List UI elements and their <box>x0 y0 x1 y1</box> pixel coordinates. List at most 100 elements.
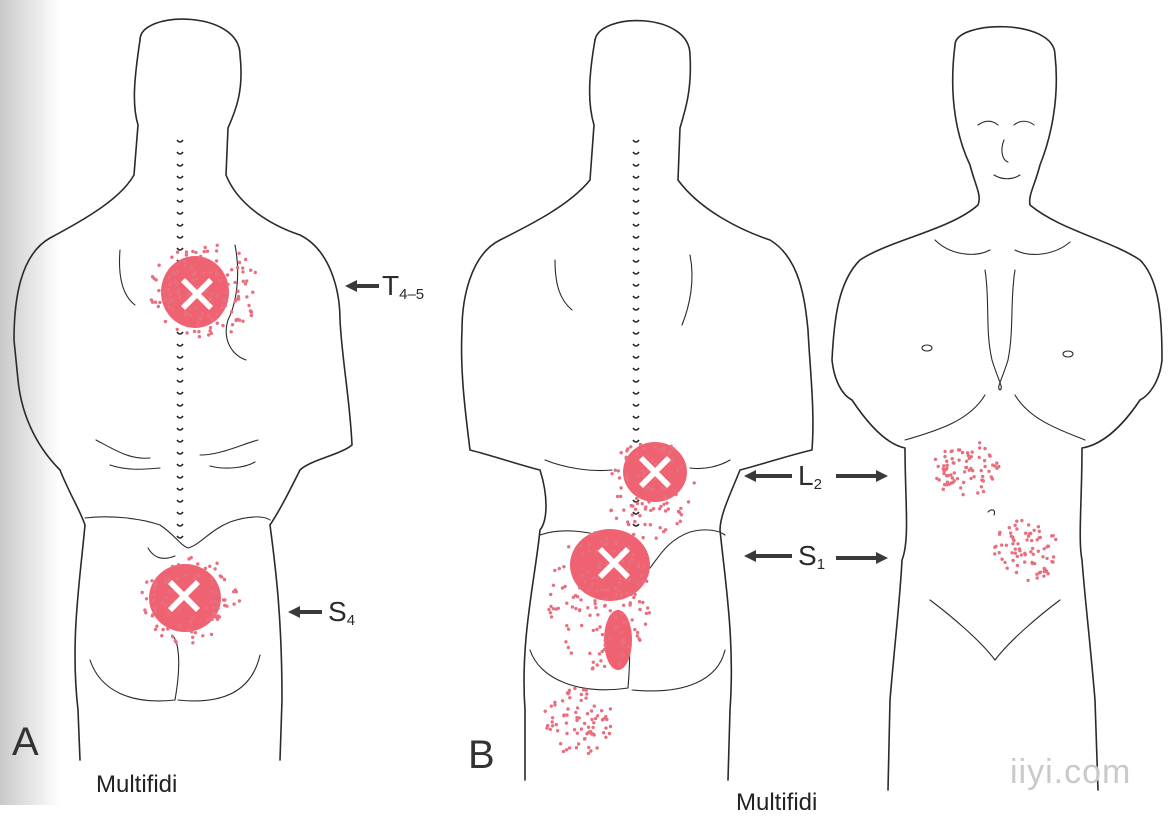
pain-dot <box>1030 561 1035 566</box>
pain-dot <box>567 688 572 692</box>
pain-dot <box>617 581 621 585</box>
pain-dot <box>182 259 187 263</box>
pain-dot <box>1051 560 1055 564</box>
segment-letter: S <box>798 540 817 571</box>
pain-dot <box>600 587 604 592</box>
pain-dot <box>588 613 592 617</box>
pain-dot <box>561 749 566 754</box>
pain-dot <box>594 606 598 610</box>
pain-dot <box>253 270 257 275</box>
pain-dot <box>616 469 620 473</box>
pain-dot <box>642 565 647 569</box>
pain-dot <box>627 645 631 649</box>
pain-dot <box>210 581 215 585</box>
pain-dot <box>620 612 624 616</box>
pain-dot <box>236 294 241 299</box>
pain-dot <box>961 492 965 497</box>
vertebra-mark <box>632 343 640 347</box>
vertebra-mark <box>176 439 184 443</box>
pain-dot <box>588 651 592 656</box>
pain-dot <box>937 478 941 482</box>
pain-dot <box>247 303 251 308</box>
pain-dot <box>633 627 637 632</box>
pain-dot <box>671 447 676 451</box>
pain-dot <box>230 323 235 327</box>
pain-dot <box>566 645 571 650</box>
pain-dot <box>980 478 985 482</box>
pain-dot <box>622 620 626 625</box>
pain-dot <box>997 532 1002 536</box>
pain-dot <box>983 446 987 451</box>
pain-dot <box>155 624 159 628</box>
pain-dot <box>221 598 226 602</box>
vertebra-mark <box>632 235 640 239</box>
pain-dot <box>686 500 691 504</box>
vertebra-mark <box>176 139 184 143</box>
pain-dot <box>208 564 212 568</box>
pain-dot <box>241 266 245 270</box>
pain-dot <box>210 589 214 593</box>
pain-dot <box>249 309 253 313</box>
pain-dot <box>565 624 569 628</box>
vertebra-mark <box>176 223 184 227</box>
pain-dot <box>972 475 976 479</box>
pain-dot <box>579 544 583 548</box>
pain-dot <box>210 317 215 322</box>
pain-dot <box>553 703 557 707</box>
pain-dot <box>951 480 955 485</box>
pain-dot <box>548 727 552 732</box>
pain-dot <box>574 746 579 750</box>
pain-dot <box>209 600 213 604</box>
pain-dot <box>608 609 612 613</box>
pain-dot <box>969 476 973 481</box>
pain-dot <box>651 487 655 492</box>
vertebra-mark <box>176 511 184 515</box>
pain-dot <box>661 485 665 490</box>
vertebra-mark <box>632 355 640 359</box>
pain-dot <box>1037 571 1042 575</box>
pain-dot <box>658 526 662 530</box>
pain-dot <box>640 502 644 506</box>
pain-dot <box>619 494 623 499</box>
pain-dot <box>1003 560 1007 565</box>
pain-dot <box>632 595 636 600</box>
pain-dot <box>633 507 638 511</box>
pain-dot <box>633 592 637 597</box>
pain-dot <box>183 573 188 578</box>
pain-dot <box>196 573 201 578</box>
vertebra-mark <box>176 367 184 371</box>
pain-dot <box>171 271 175 275</box>
pain-dot <box>213 567 217 571</box>
vertebra-mark <box>632 403 640 407</box>
pain-dot <box>235 266 240 270</box>
pain-dot <box>167 275 171 280</box>
pain-dot <box>591 628 595 633</box>
pain-dot <box>196 562 200 566</box>
pain-dot <box>215 312 219 317</box>
vertebra-mark <box>632 427 640 431</box>
pain-dot <box>592 721 596 725</box>
pain-dot <box>619 486 623 490</box>
pain-dot <box>583 580 588 584</box>
pain-dot <box>642 474 646 478</box>
vertebra-mark <box>632 439 640 443</box>
pain-dot <box>549 604 553 609</box>
pain-dot <box>636 474 641 478</box>
pain-dot <box>665 501 669 505</box>
vertebra-mark <box>632 523 640 527</box>
pain-dot <box>1036 525 1041 529</box>
pain-dot <box>214 273 219 277</box>
pain-dot <box>175 250 180 254</box>
pain-dot <box>207 333 211 337</box>
panel-letter-a: A <box>12 720 39 764</box>
page-shadow <box>0 0 60 805</box>
pain-dot <box>575 716 579 720</box>
pain-dot <box>613 468 617 472</box>
pain-dot <box>249 313 253 318</box>
vertebra-mark <box>632 247 640 251</box>
pain-dot <box>1031 552 1036 556</box>
pain-dot <box>171 635 175 639</box>
pain-dot <box>1046 544 1051 548</box>
pain-dot <box>208 329 212 333</box>
pain-dot <box>202 249 206 254</box>
